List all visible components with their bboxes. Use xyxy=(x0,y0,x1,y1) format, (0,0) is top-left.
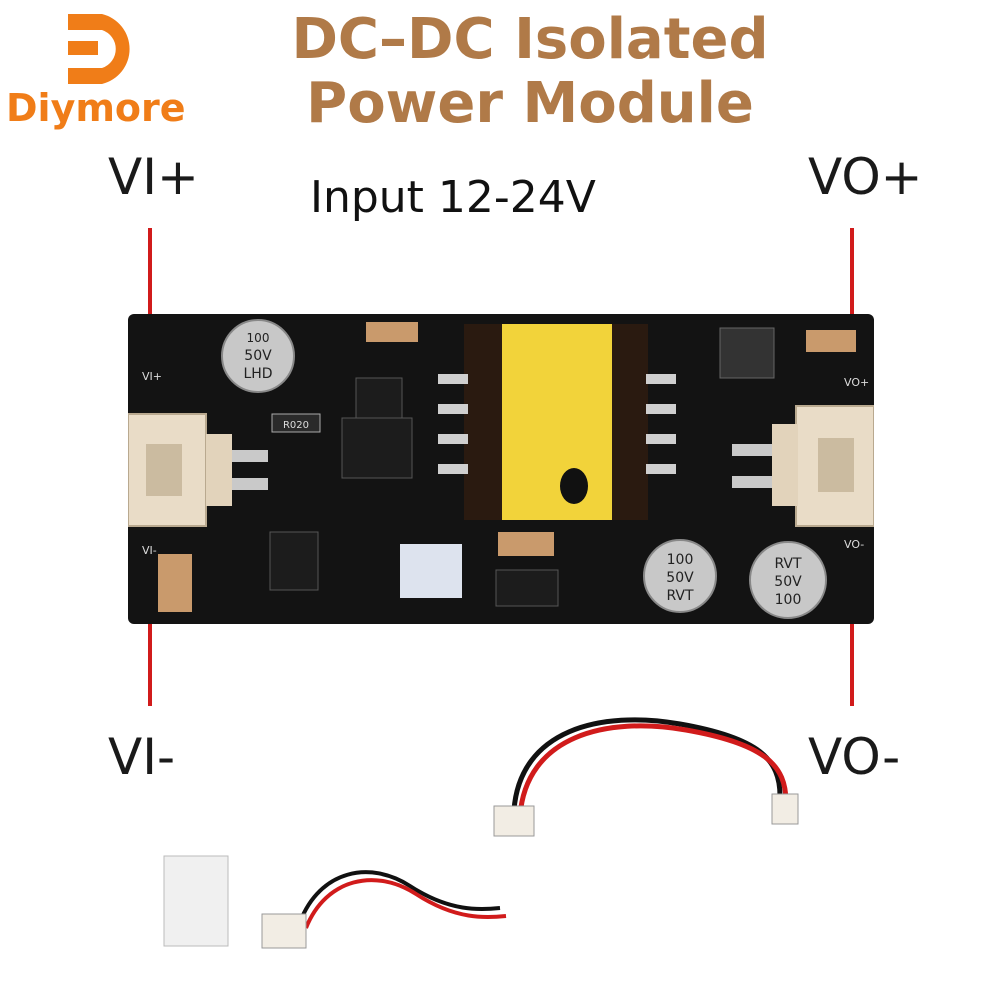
cap-out2-line3: 100 xyxy=(775,592,802,608)
title-line-2: Power Module xyxy=(306,71,754,136)
cap-out2-line2: 50V xyxy=(774,574,802,590)
ic-chip-icon xyxy=(341,417,413,479)
lead-line-vo-minus xyxy=(850,548,854,706)
output-capacitor-2-icon: RVT 50V 100 xyxy=(749,541,827,619)
cap-input-line1: 100 xyxy=(247,331,270,345)
product-title: DC–DC Isolated Power Module xyxy=(250,8,810,136)
cap-out2-line1: RVT xyxy=(774,556,802,572)
accessories-kit xyxy=(150,700,570,980)
cap-out1-line2: 50V xyxy=(666,570,694,586)
silk-vi-minus: VI- xyxy=(142,544,157,557)
title-line-1: DC–DC Isolated xyxy=(291,7,769,72)
resistor-marking: R020 xyxy=(283,420,309,431)
input-connector-icon xyxy=(127,413,268,527)
inductor-icon xyxy=(719,327,775,379)
jst-plug-icon xyxy=(261,913,307,949)
cap-out1-line1: 100 xyxy=(667,552,694,568)
diymore-logo-icon xyxy=(62,10,144,88)
smd-capacitor-icon xyxy=(158,554,192,612)
output-capacitor-1-icon: 100 50V RVT xyxy=(643,539,717,613)
connector-cable-long-icon xyxy=(480,700,800,840)
output-connector-icon xyxy=(732,405,875,527)
optocoupler-icon xyxy=(495,569,559,607)
lead-line-vi-minus xyxy=(148,548,152,706)
cap-out1-line3: RVT xyxy=(666,588,694,604)
cap-input-line2: 50V xyxy=(244,348,272,364)
brand-name: Diymore xyxy=(6,86,186,130)
input-voltage-range: Input 12-24V xyxy=(310,172,596,223)
pin-label-vo-minus: VO- xyxy=(808,728,901,786)
thermal-pad-icon xyxy=(400,544,462,598)
diode-icon xyxy=(355,377,403,419)
pin-label-vi-minus: VI- xyxy=(108,728,175,786)
silk-vo-minus: VO- xyxy=(844,538,864,551)
smd-capacitor-icon xyxy=(366,322,418,342)
pin-label-vi-plus: VI+ xyxy=(108,148,199,206)
lead-line-vi-plus xyxy=(148,228,152,383)
silk-vi-plus: VI+ xyxy=(142,370,162,383)
transformer-icon xyxy=(438,324,676,520)
resistor-icon: R020 xyxy=(271,413,321,433)
lead-line-vo-plus xyxy=(850,228,854,383)
cap-input-line3: LHD xyxy=(243,366,272,382)
pin-label-vo-plus: VO+ xyxy=(808,148,923,206)
pcb-board: 100 50V LHD R020 xyxy=(127,314,875,624)
silk-vo-plus: VO+ xyxy=(844,376,869,389)
input-capacitor-icon: 100 50V LHD xyxy=(221,319,295,393)
thermal-pad-accessory-icon xyxy=(163,855,229,947)
smd-capacitor-icon xyxy=(806,330,856,352)
ic-chip-small-icon xyxy=(269,531,319,591)
smd-capacitor-icon xyxy=(498,532,554,556)
